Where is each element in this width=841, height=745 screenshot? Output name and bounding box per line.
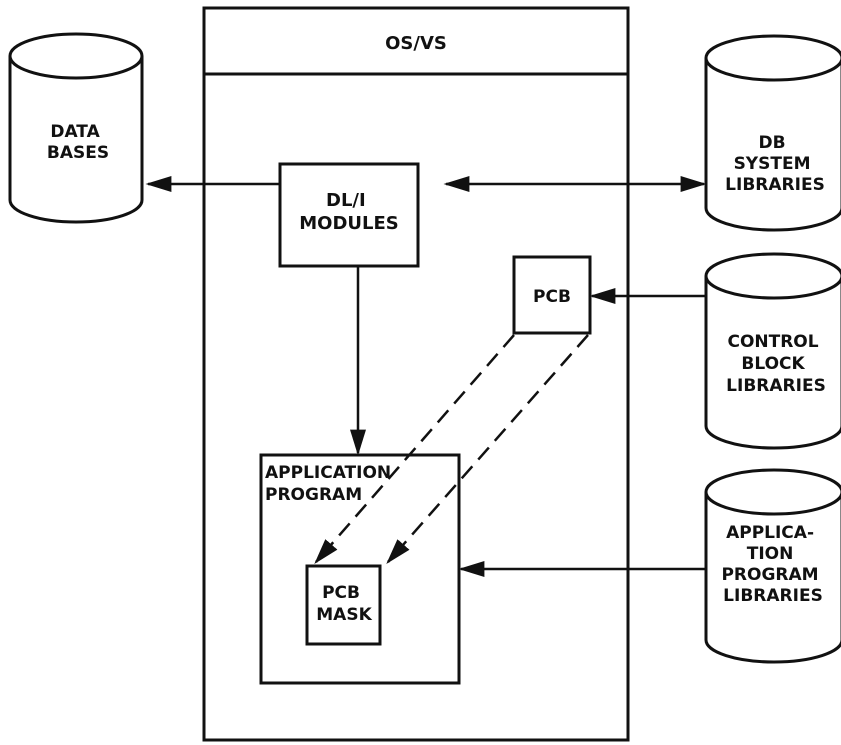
control-block-libraries-label: CONTROL BLOCK LIBRARIES <box>726 332 826 396</box>
control-block-libraries-label-line: LIBRARIES <box>726 376 826 396</box>
dashed-arrow-pcb-to-mask-right <box>386 334 589 564</box>
application-program-label: APPLICATION PROGRAM <box>265 463 397 505</box>
dashed-arrow-pcb-to-mask-left <box>314 334 515 564</box>
db-system-libraries-label-line: LIBRARIES <box>725 175 825 195</box>
control-block-libraries-label-line: CONTROL <box>727 332 818 352</box>
dli-modules-box: DL/I MODULES <box>278 162 420 268</box>
data-bases-label: DATA BASES <box>47 122 109 163</box>
data-bases-label-line: BASES <box>47 143 109 163</box>
application-program-libraries-label: APPLICA- TION PROGRAM LIBRARIES <box>721 523 824 606</box>
os-vs-title: OS/VS <box>385 33 447 54</box>
db-system-libraries-label: DB SYSTEM LIBRARIES <box>725 133 825 195</box>
data-bases-label-line: DATA <box>50 122 100 142</box>
application-program-label-line: PROGRAM <box>265 485 362 505</box>
dli-modules-label: DL/I MODULES <box>299 190 399 234</box>
data-bases-cylinder: DATA BASES <box>8 32 144 224</box>
application-program-libraries-label-line: TION <box>747 544 794 564</box>
pcb-mask-box: PCB MASK <box>305 564 382 646</box>
dli-modules-label-line: DL/I <box>326 190 366 211</box>
db-system-libraries-label-line: SYSTEM <box>734 154 811 174</box>
pcb-mask-label-line: MASK <box>316 605 372 625</box>
db-system-libraries-cylinder: DB SYSTEM LIBRARIES <box>704 34 841 232</box>
application-program-libraries-label-line: APPLICA- <box>726 523 814 543</box>
pcb-label: PCB <box>533 287 571 307</box>
control-block-libraries-label-line: BLOCK <box>741 354 805 374</box>
application-program-libraries-cylinder: APPLICA- TION PROGRAM LIBRARIES <box>704 468 841 664</box>
application-program-label-line: APPLICATION <box>265 463 391 483</box>
pcb-box: PCB <box>512 255 592 335</box>
control-block-libraries-cylinder: CONTROL BLOCK LIBRARIES <box>704 252 841 450</box>
dli-modules-label-line: MODULES <box>299 213 399 234</box>
application-program-libraries-label-line: LIBRARIES <box>723 586 823 606</box>
db-system-libraries-label-line: DB <box>759 133 786 153</box>
pcb-mask-label: PCB MASK <box>316 583 372 625</box>
pcb-mask-label-line: PCB <box>322 583 360 603</box>
application-program-libraries-label-line: PROGRAM <box>721 565 818 585</box>
